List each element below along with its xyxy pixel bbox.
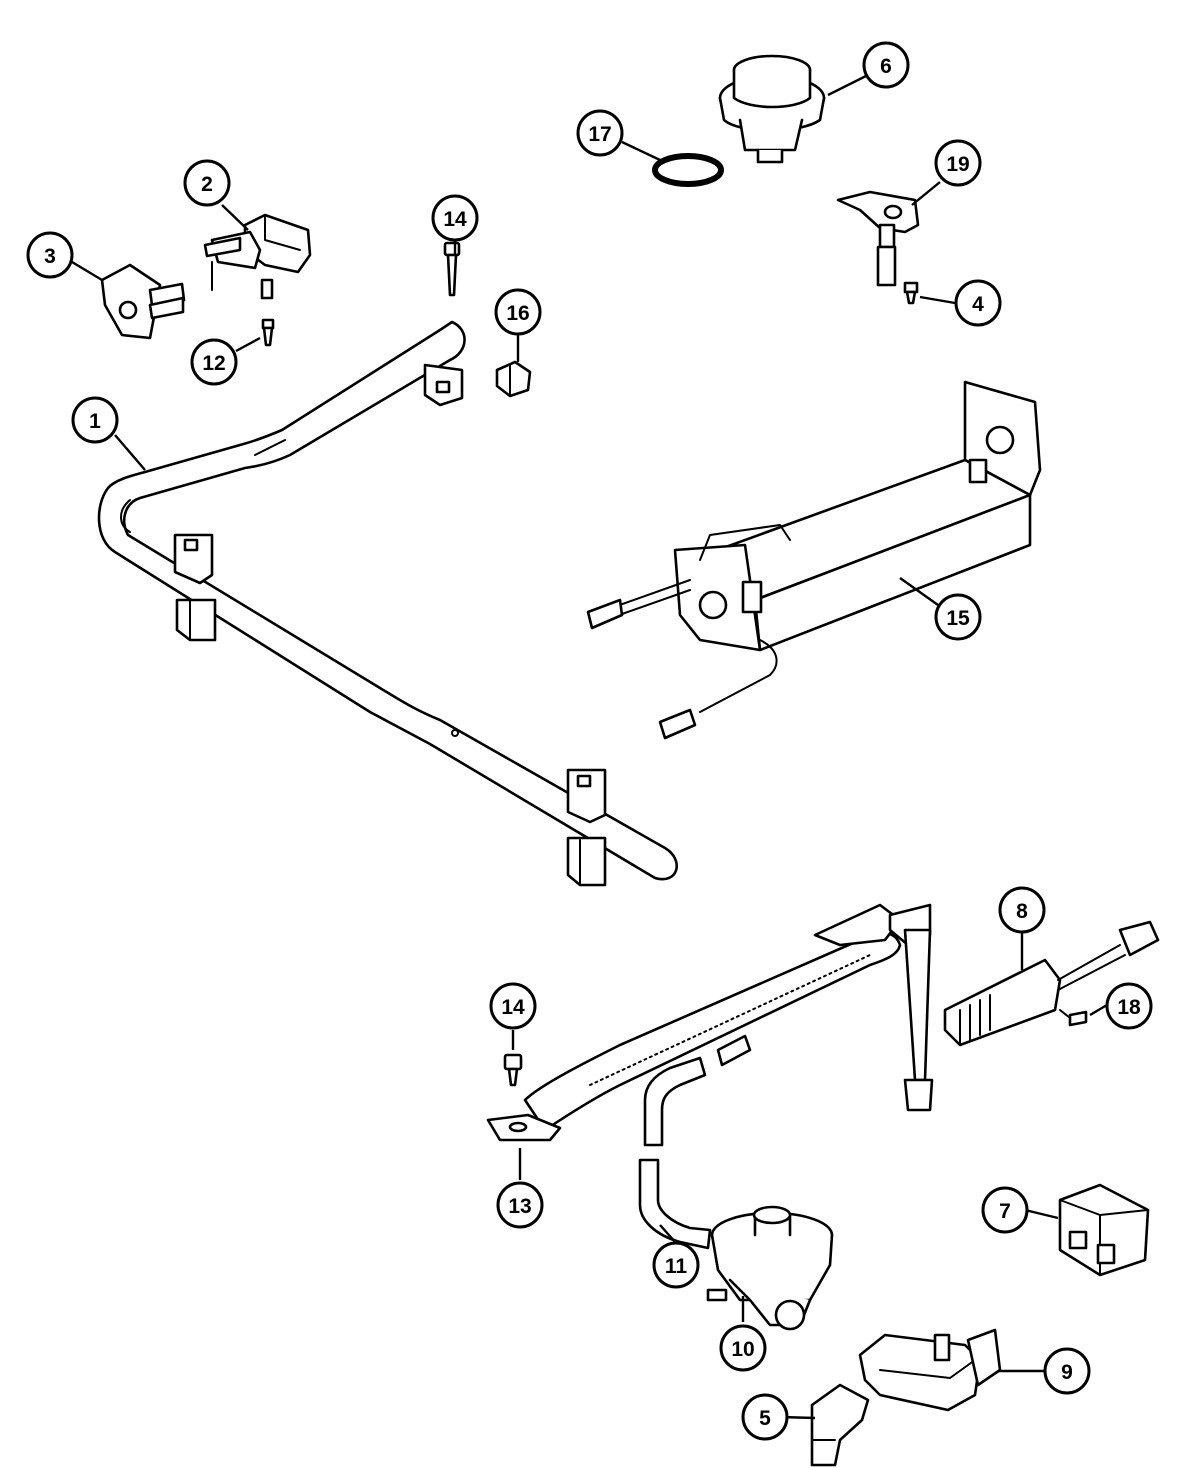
screw-14-upper: [443, 241, 461, 297]
o-ring: [652, 153, 724, 187]
callout-11: 11: [652, 1241, 700, 1289]
pressure-regulator: [706, 1205, 834, 1331]
screw-14-lower: [503, 1053, 523, 1087]
callout-14-lower-label: 14: [501, 996, 525, 1019]
surface-burner: [718, 54, 826, 164]
callout-4: 4: [954, 279, 1002, 327]
callout-9: 9: [1043, 1347, 1091, 1395]
callout-5: 5: [741, 1393, 789, 1441]
callout-14-upper: 14: [431, 194, 479, 242]
callout-14-upper-label: 14: [443, 208, 467, 231]
orifice-16: [495, 360, 532, 398]
callout-13: 13: [496, 1181, 544, 1229]
pressure-switch: [858, 1328, 1002, 1412]
callout-18: 18: [1105, 982, 1153, 1030]
screw-18: [1059, 1009, 1088, 1027]
callout-19: 19: [934, 139, 982, 187]
oven-igniter: [943, 920, 1160, 1047]
callout-13-label: 13: [508, 1195, 531, 1218]
callout-8: 8: [998, 886, 1046, 934]
callout-8-label: 8: [1016, 900, 1028, 923]
callout-2: 2: [183, 159, 231, 207]
callout-4-label: 4: [972, 293, 984, 316]
gas-hose: [638, 1034, 752, 1250]
callout-7-label: 7: [999, 1200, 1011, 1223]
callout-12: 12: [190, 338, 238, 386]
callout-6: 6: [862, 41, 910, 89]
callout-10: 10: [719, 1324, 767, 1372]
callout-17: 17: [576, 109, 624, 157]
callout-5-label: 5: [759, 1407, 771, 1430]
manifold-pipe: [97, 320, 678, 887]
callout-14-lower: 14: [489, 982, 537, 1030]
burner-igniter: [836, 190, 920, 287]
callout-15-label: 15: [946, 607, 970, 630]
callout-15: 15: [934, 593, 982, 641]
burner-bracket-assembly: [586, 380, 1042, 740]
leader-lines: [71, 74, 1108, 1420]
callout-10-label: 10: [731, 1338, 754, 1361]
callout-6-label: 6: [880, 55, 892, 78]
callout-2-label: 2: [201, 173, 213, 196]
callout-1: 1: [71, 396, 119, 444]
burner-tube: [486, 903, 934, 1142]
callout-18-label: 18: [1117, 996, 1141, 1019]
callout-16: 16: [494, 288, 542, 336]
callout-3-label: 3: [44, 245, 56, 268]
callout-1-label: 1: [89, 410, 101, 433]
valve-bracket: [100, 263, 186, 340]
screw-12: [261, 318, 275, 347]
mounting-bracket: [810, 1383, 870, 1467]
callout-11-label: 11: [665, 1255, 688, 1278]
callout-17-label: 17: [588, 123, 611, 146]
callout-16-label: 16: [506, 302, 529, 325]
burner-valve: [203, 213, 312, 300]
callout-19-label: 19: [946, 153, 969, 176]
spark-module: [1058, 1183, 1150, 1277]
callout-3: 3: [26, 231, 74, 279]
screw-4: [903, 281, 919, 305]
callout-7: 7: [981, 1186, 1029, 1234]
callout-9-label: 9: [1061, 1361, 1073, 1384]
callout-12-label: 12: [202, 352, 225, 375]
